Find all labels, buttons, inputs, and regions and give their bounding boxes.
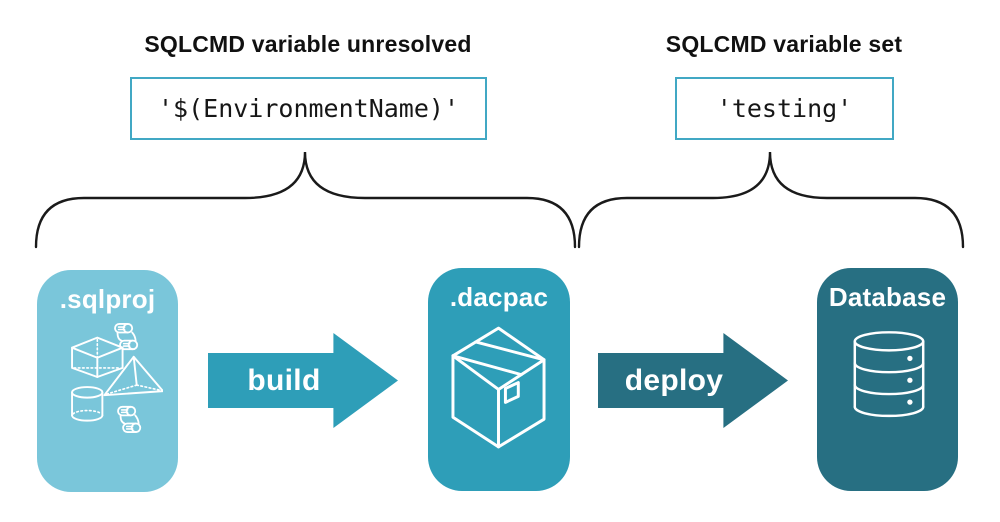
database-label: Database [828, 282, 947, 312]
resolved-variable-value: 'testing' [675, 77, 894, 140]
cylinder-icon [71, 386, 104, 422]
sql-project-objects-icon [71, 323, 163, 433]
left-brace [34, 151, 577, 249]
build-arrow: build [208, 333, 398, 428]
deploy-arrow-label: deploy [624, 363, 724, 397]
unresolved-variable-value: '$(EnvironmentName)' [130, 77, 487, 140]
resolved-variable-title: SQLCMD variable set [665, 31, 903, 57]
package-icon [451, 326, 546, 449]
deploy-arrow: deploy [598, 333, 788, 428]
build-arrow-label: build [247, 363, 321, 397]
dacpac-label: .dacpac [449, 282, 549, 312]
database-icon [853, 331, 925, 418]
sqlproj-label: .sqlproj [59, 284, 156, 314]
dacpac-stage: .dacpac [428, 268, 570, 491]
script-scroll-icon [117, 405, 142, 433]
pyramid-icon [103, 355, 163, 397]
right-brace [577, 151, 965, 249]
sqlproj-stage: .sqlproj [37, 270, 178, 492]
cube-icon [71, 336, 124, 378]
database-stage: Database [817, 268, 958, 491]
unresolved-variable-title: SQLCMD variable unresolved [144, 31, 472, 57]
